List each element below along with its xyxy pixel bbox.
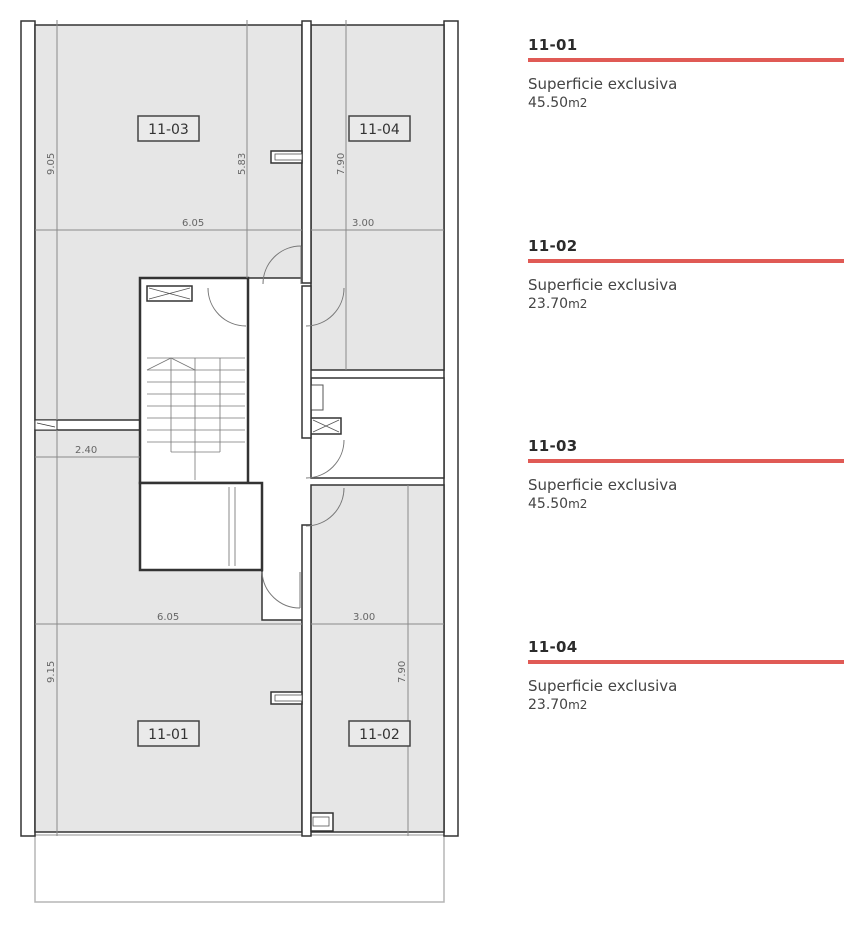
accent-rule <box>528 58 844 62</box>
legend-label: Superficie exclusiva <box>528 75 678 93</box>
legend-area: 23.70m2 <box>528 697 588 713</box>
stair-core <box>138 276 250 485</box>
accent-rule <box>528 459 844 463</box>
dim-1104-width: 3.00 <box>352 218 374 229</box>
dimension-lines <box>35 20 444 836</box>
svg-text:11-01: 11-01 <box>148 727 189 743</box>
legend-item-11-04: 11-04 Superficie exclusiva 23.70m2 <box>528 636 844 714</box>
legend-label: Superficie exclusiva <box>528 276 678 294</box>
legend-item-11-02: 11-02 Superficie exclusiva 23.70m2 <box>528 235 844 313</box>
dim-1103-inner: 5.83 <box>237 153 248 175</box>
svg-text:11-02: 11-02 <box>359 727 400 743</box>
party-wall-bottom <box>301 524 312 837</box>
legend-title: 11-01 <box>528 36 578 54</box>
unit-label-11-04[interactable]: 11-04 <box>348 115 411 142</box>
stair-treads <box>146 357 245 480</box>
dim-1101-width: 6.05 <box>157 612 179 623</box>
legend-label: Superficie exclusiva <box>528 476 678 494</box>
legend-item-11-01: 11-01 Superficie exclusiva 45.50m2 <box>528 34 844 112</box>
dim-1101-height: 9.15 <box>46 661 57 683</box>
legend-label: Superficie exclusiva <box>528 677 678 695</box>
svg-text:11-03: 11-03 <box>148 122 189 138</box>
dim-1102-height: 7.90 <box>397 661 408 683</box>
dim-1103-width: 6.05 <box>182 218 204 229</box>
legend-item-11-03: 11-03 Superficie exclusiva 45.50m2 <box>528 435 844 513</box>
floor-plan: 9.05 5.83 6.05 7.90 3.00 2.40 6.05 3.00 … <box>20 20 459 903</box>
legend-area: 45.50m2 <box>528 95 588 111</box>
legend-title: 11-03 <box>528 437 578 455</box>
unit-11-04-area <box>310 24 445 371</box>
unit-11-02-area <box>310 484 445 833</box>
outer-wall-right <box>443 20 459 837</box>
dim-1104-height: 7.90 <box>336 153 347 175</box>
legend-area: 23.70m2 <box>528 296 588 312</box>
legend-title: 11-04 <box>528 638 578 656</box>
core-room <box>138 481 264 572</box>
balcony-outline <box>34 834 445 903</box>
legend-title: 11-02 <box>528 237 578 255</box>
doors <box>207 245 345 609</box>
party-wall-top <box>301 20 312 284</box>
accent-rule <box>528 259 844 263</box>
unit-label-11-03[interactable]: 11-03 <box>137 115 200 142</box>
svg-text:11-04: 11-04 <box>359 122 400 138</box>
dim-1103-height: 9.05 <box>46 153 57 175</box>
outer-wall-left <box>20 20 36 837</box>
legend-area: 45.50m2 <box>528 496 588 512</box>
unit-label-11-02[interactable]: 11-02 <box>348 720 411 747</box>
unit-label-11-01[interactable]: 11-01 <box>137 720 200 747</box>
dim-1102-width: 3.00 <box>353 612 375 623</box>
accent-rule <box>528 660 844 664</box>
dim-left-strip: 2.40 <box>75 445 97 456</box>
